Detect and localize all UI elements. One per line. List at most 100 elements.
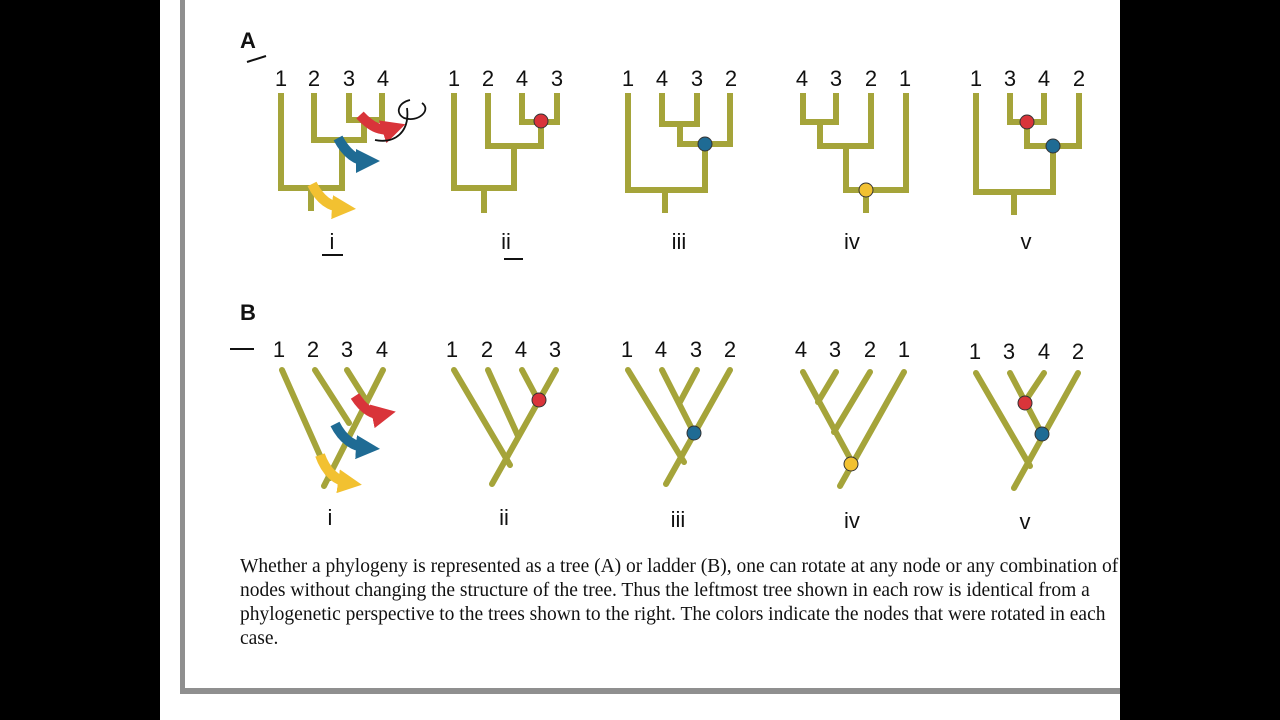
branch [311,93,385,143]
tip-label: 3 [690,337,702,362]
page-shadow-bottom [180,688,1120,694]
yellow-node-marker [858,182,874,198]
tip-label: 4 [376,337,388,362]
tip-label: 3 [549,337,561,362]
branch [451,367,513,468]
branch [973,370,1033,469]
tip-label: 4 [377,66,389,91]
tree-b-v: 1 3 4 2 v [969,339,1084,534]
red-rotation-arrow [350,393,396,429]
panel-b-label: B [240,300,256,325]
tip-label: 3 [343,66,355,91]
tip-label: 2 [482,66,494,91]
tip-label: 4 [656,66,668,91]
tip-label: 1 [969,339,981,364]
tree-a-iv: 4 3 2 1 iv [796,66,911,254]
tip-label: 4 [1038,66,1050,91]
red-node-marker [1017,395,1033,411]
tip-label: 2 [865,66,877,91]
branch [815,369,839,405]
tip-label: 2 [308,66,320,91]
tip-label: 4 [796,66,808,91]
tree-b-ii: 1 2 4 3 ii [446,337,561,530]
red-rotation-arrow [356,111,406,144]
tip-label: 1 [970,66,982,91]
red-node-marker [1019,114,1035,130]
tip-label: 3 [1003,339,1015,364]
tree-roman-label: i [330,229,335,254]
tip-label: 3 [830,66,842,91]
tree-roman-label: ii [501,229,511,254]
blue-rotation-arrow [330,421,380,460]
yellow-rotation-arrow [307,181,356,220]
tree-a-v: 1 3 4 2 v [970,66,1085,254]
tip-label: 2 [725,66,737,91]
tree-b-iv: 4 3 2 1 iv [795,337,910,533]
yellow-node-marker [843,456,859,472]
blue-node-marker [697,136,713,152]
textbook-page [160,0,1120,720]
tip-label: 1 [446,337,458,362]
tree-roman-label: i [328,505,333,530]
blue-node-marker [1045,138,1061,154]
tip-label: 4 [515,337,527,362]
tip-label: 3 [341,337,353,362]
blue-rotation-arrow [333,135,380,173]
branch [843,93,909,193]
branch [312,367,352,426]
branch [321,367,386,489]
tip-label: 3 [551,66,563,91]
yellow-rotation-arrow [315,453,362,494]
tip-label: 3 [829,337,841,362]
tree-roman-label: iv [844,229,860,254]
branch [831,369,873,435]
branch [489,367,559,487]
branch [344,367,367,400]
blue-node-marker [686,425,702,441]
tip-label: 3 [691,66,703,91]
tip-label: 2 [307,337,319,362]
branch [800,93,874,149]
tree-b-i: 1 2 3 4 i [273,337,396,530]
handwritten-mark [246,55,267,63]
tree-a-iii: 1 4 3 2 iii [622,66,737,254]
tip-label: 2 [864,337,876,362]
tip-label: 1 [622,66,634,91]
tip-label: 1 [898,337,910,362]
branch [677,367,700,405]
blue-node-marker [1034,426,1050,442]
red-node-marker [531,392,547,408]
tip-label: 2 [1073,66,1085,91]
red-node-marker [533,113,549,129]
tip-label: 4 [655,337,667,362]
tip-label: 2 [1072,339,1084,364]
tree-roman-label: iii [671,507,686,532]
figure-caption: Whether a phylogeny is represented as a … [240,556,1119,649]
tip-label: 1 [899,66,911,91]
panel-a-label: A [240,28,256,53]
tree-roman-label: iv [844,508,860,533]
tip-label: 4 [1038,339,1050,364]
branch [800,369,855,465]
tree-a-ii: 1 2 4 3 ii [448,66,563,260]
branch [485,367,521,439]
tip-label: 1 [273,337,285,362]
tree-a-i: 1 2 3 4 i [275,66,427,256]
branch [451,93,517,191]
tip-label: 1 [448,66,460,91]
tip-label: 4 [795,337,807,362]
branch [625,367,687,465]
tip-label: 2 [481,337,493,362]
branch [659,93,708,147]
tip-label: 1 [275,66,287,91]
page-shadow-left [180,0,185,692]
branch [625,93,733,193]
branch [973,93,1082,195]
tip-label: 2 [724,337,736,362]
tree-roman-label: v [1021,229,1032,254]
branch [278,93,345,191]
tree-roman-label: iii [672,229,687,254]
handwritten-rotation-mark [374,99,427,142]
tip-label: 3 [1004,66,1016,91]
